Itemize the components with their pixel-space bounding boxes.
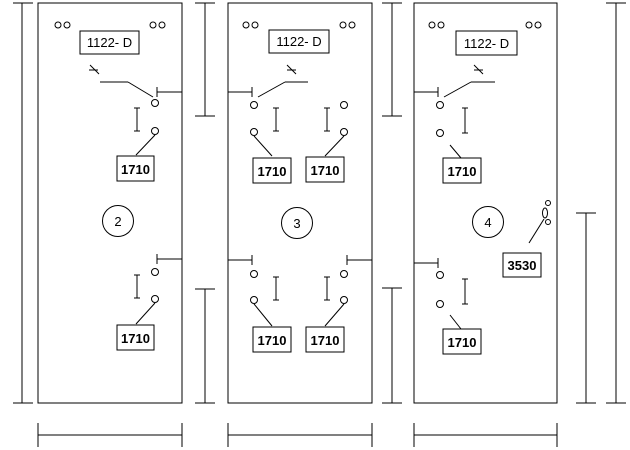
device-code: 3530 (508, 258, 537, 273)
dimension-height-left (13, 2, 33, 404)
upper-switch (89, 64, 182, 156)
device-code: 1710 (448, 164, 477, 179)
panel-4: 1122- D 1710 4 3530 (413, 2, 558, 404)
panel-number-circle (102, 205, 134, 237)
code-box (305, 156, 345, 183)
dimension-side-lower (576, 212, 596, 404)
type-label-box (268, 29, 330, 54)
code-box (252, 326, 292, 353)
dimension-width-2 (227, 423, 373, 447)
upper-switch-left (228, 64, 308, 157)
panel-3: 1122- D 1710 1710 3 (227, 2, 373, 404)
upper-switch-right (324, 101, 348, 157)
panel-frame (413, 2, 558, 404)
device-code: 1710 (448, 335, 477, 350)
code-box (442, 157, 482, 184)
dimension-lower-compartment-1 (195, 288, 215, 404)
panel-number: 4 (484, 215, 491, 230)
type-label: 1122- D (276, 34, 321, 49)
lower-switch (414, 258, 468, 330)
code-box (116, 155, 155, 182)
dimension-height-right (606, 2, 626, 404)
device-code: 1710 (311, 333, 340, 348)
type-label-box (79, 30, 140, 55)
type-label-box (455, 30, 518, 56)
dimension-width-3 (413, 423, 558, 447)
lower-switch-right (324, 255, 372, 327)
device-code: 1710 (121, 331, 150, 346)
panel-number: 2 (114, 214, 121, 229)
panel-frame (37, 2, 183, 404)
panel-number: 3 (293, 216, 300, 231)
indicator-lamps (242, 21, 356, 29)
dimension-upper-compartment-2 (382, 2, 402, 117)
code-box (116, 324, 155, 351)
indicator-lamps (54, 21, 166, 29)
panel-number-circle (281, 207, 313, 239)
device-code: 1710 (121, 162, 150, 177)
code-box (502, 252, 542, 278)
type-label: 1122- D (464, 36, 509, 51)
dimension-width-1 (37, 423, 183, 447)
panel-2: 1122- D 1710 2 (37, 2, 183, 404)
upper-switch (414, 64, 495, 159)
type-label: 1122- D (87, 35, 132, 50)
code-box (442, 328, 482, 355)
code-box (305, 326, 345, 353)
panel-number-circle (472, 206, 504, 238)
side-device (528, 200, 551, 244)
dimension-upper-compartment-1 (195, 2, 215, 117)
dimension-lower-compartment-2 (382, 287, 402, 404)
lower-switch (134, 254, 182, 325)
device-code: 1710 (311, 163, 340, 178)
panel-frame (227, 2, 373, 404)
lower-switch-left (228, 255, 279, 327)
indicator-lamps (428, 21, 542, 29)
device-code: 1710 (258, 333, 287, 348)
device-code: 1710 (258, 164, 287, 179)
code-box (252, 157, 292, 184)
